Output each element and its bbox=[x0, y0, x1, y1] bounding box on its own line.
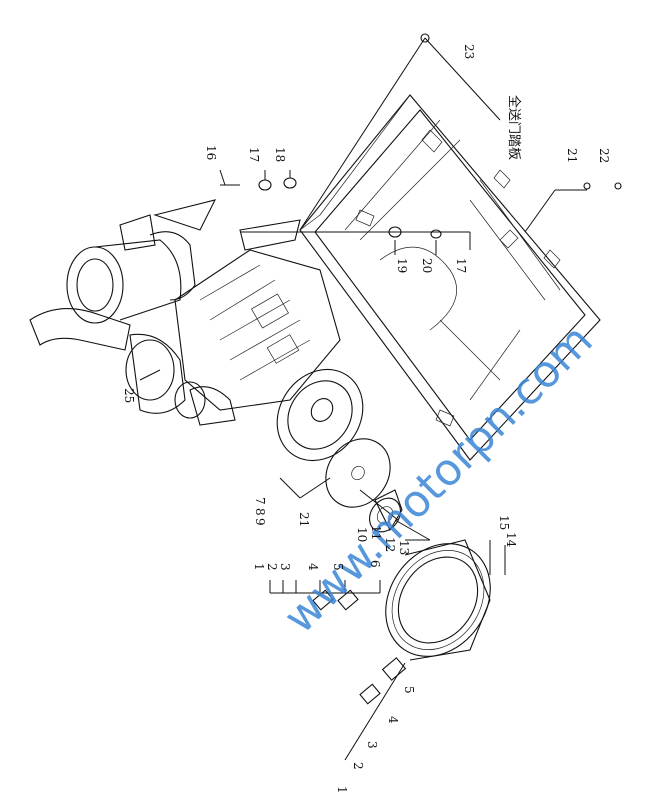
callout-22: 22 bbox=[597, 148, 611, 163]
leader-lines bbox=[139, 169, 587, 761]
callout-21-right: 21 bbox=[565, 148, 579, 163]
callout-4: 4 bbox=[306, 563, 320, 571]
callout-2: 2 bbox=[265, 563, 279, 571]
callout-14: 14 bbox=[504, 532, 518, 548]
callout-10: 10 bbox=[355, 527, 369, 542]
callout-17-lower: 17 bbox=[454, 258, 468, 273]
callout-8: 8 bbox=[253, 508, 267, 516]
callout-15: 15 bbox=[497, 515, 511, 530]
callout-3-lower: 3 bbox=[365, 741, 379, 749]
callout-9: 9 bbox=[253, 518, 267, 526]
callout-7: 7 bbox=[253, 497, 267, 505]
pedal-parts bbox=[220, 177, 622, 239]
flywheel bbox=[276, 368, 364, 462]
callout-5: 5 bbox=[331, 563, 345, 571]
callout-labels: 1 2 3 4 5 6 7 8 9 21 10 11 12 13 14 15 1… bbox=[122, 44, 611, 794]
callout-25: 25 bbox=[122, 388, 136, 403]
callout-4-lower: 4 bbox=[386, 716, 400, 724]
callout-12: 12 bbox=[383, 537, 397, 552]
callout-5-lower: 5 bbox=[402, 686, 416, 694]
flex-plate bbox=[325, 438, 391, 508]
callout-1: 1 bbox=[252, 563, 266, 571]
callout-16: 16 bbox=[204, 145, 218, 160]
watermark: www.motorpn.com bbox=[274, 315, 603, 644]
coupling-hub bbox=[369, 489, 403, 533]
callout-18: 18 bbox=[273, 147, 287, 162]
engine-assembly bbox=[29, 199, 341, 426]
callout-19: 19 bbox=[395, 258, 409, 273]
callout-17: 17 bbox=[247, 147, 261, 162]
note-label: 全送门踏板 bbox=[506, 95, 522, 160]
bell-housing bbox=[385, 539, 491, 661]
callout-3: 3 bbox=[278, 563, 292, 571]
callout-2-lower: 2 bbox=[351, 762, 365, 770]
callout-21-plate: 21 bbox=[297, 512, 311, 527]
callout-11: 11 bbox=[369, 525, 383, 540]
chassis-frame bbox=[299, 94, 601, 461]
callout-13: 13 bbox=[397, 540, 411, 555]
callout-6: 6 bbox=[368, 560, 382, 568]
callout-1-lower: 1 bbox=[335, 786, 349, 794]
callout-20: 20 bbox=[420, 258, 434, 273]
pedal-rod bbox=[299, 33, 501, 231]
callout-23: 23 bbox=[462, 44, 476, 59]
